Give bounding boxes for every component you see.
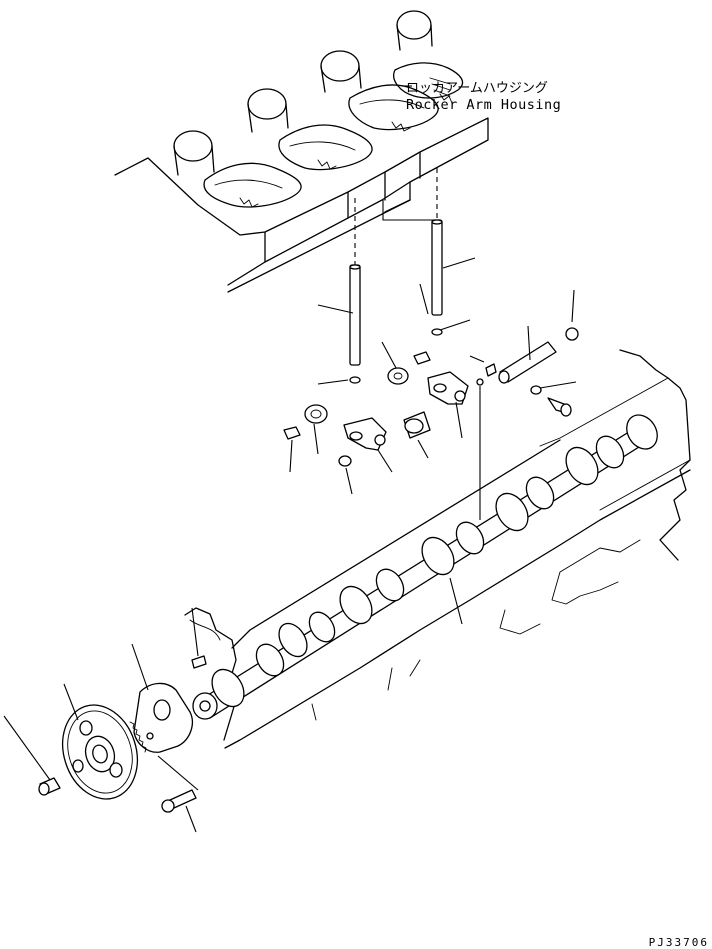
guide-plate-bolt bbox=[157, 755, 199, 791]
sleeve-right bbox=[403, 411, 431, 439]
snap-ring-left bbox=[338, 455, 352, 467]
leader-plate-bolt bbox=[185, 805, 197, 833]
pin-left bbox=[283, 426, 301, 440]
callout-label-jp: ロッカアームハウジング bbox=[406, 81, 548, 96]
gear-bolt bbox=[38, 777, 61, 796]
rocker-lever-left bbox=[343, 417, 387, 451]
cam-gear bbox=[62, 704, 147, 800]
rocker-arm-housing bbox=[114, 10, 489, 293]
leader-thrust-plate bbox=[131, 643, 149, 691]
cylinder-block bbox=[184, 349, 691, 749]
snap-ring-right bbox=[565, 327, 579, 341]
bolt-right bbox=[547, 397, 572, 417]
leader-lines-upper bbox=[289, 257, 577, 495]
callout-label-en: Rocker Arm Housing bbox=[406, 97, 561, 113]
push-rod-left bbox=[349, 264, 361, 384]
connector-line bbox=[382, 200, 437, 221]
bushing-left bbox=[304, 404, 328, 424]
thrust-plate bbox=[133, 682, 193, 753]
woodruff-key bbox=[191, 655, 207, 669]
drawing-code: PJ33706 bbox=[649, 936, 709, 949]
pin-right bbox=[413, 351, 431, 365]
small-ball bbox=[476, 378, 484, 386]
small-nut bbox=[485, 363, 497, 377]
leader-gear-bolt bbox=[3, 715, 51, 781]
camshaft bbox=[192, 414, 658, 720]
leader-cam-gear bbox=[63, 683, 79, 721]
leader-key bbox=[191, 607, 199, 657]
leader-camshaft bbox=[449, 577, 463, 625]
push-rod-right bbox=[431, 219, 443, 336]
rocker-shaft bbox=[498, 341, 557, 384]
washer-right bbox=[530, 385, 542, 395]
plate-bolt bbox=[161, 789, 197, 813]
bushing-right bbox=[387, 367, 409, 385]
rocker-lever-right bbox=[427, 371, 469, 405]
